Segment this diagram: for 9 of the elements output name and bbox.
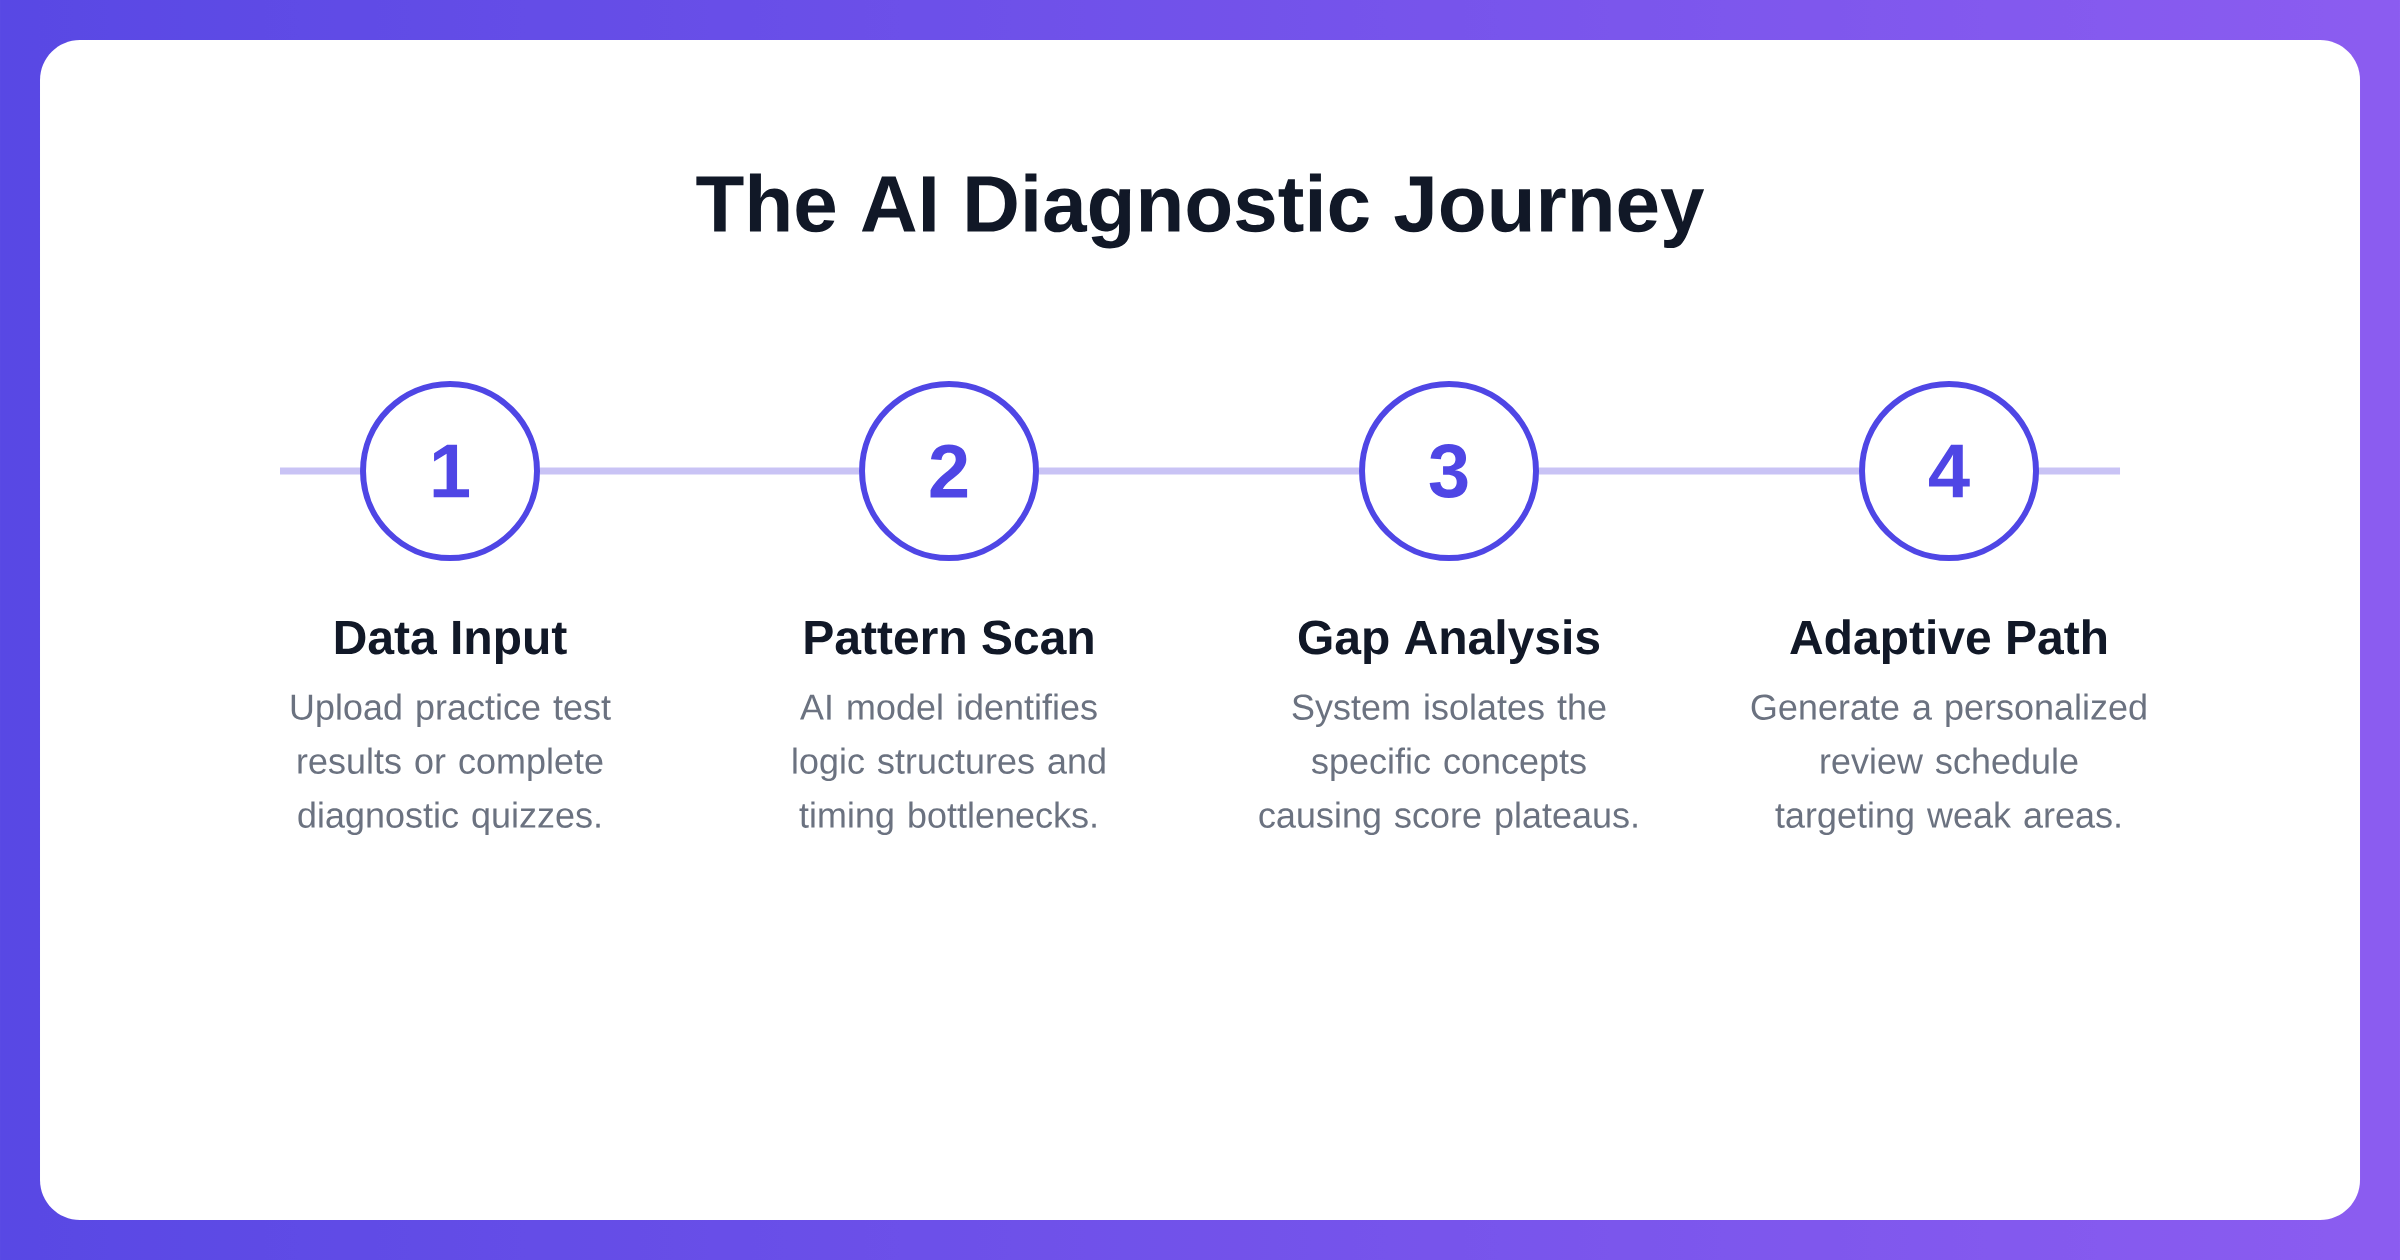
step-description: Upload practice test results or complete diagnostic quizzes. (291, 693, 611, 836)
step-description: AI model identifies logic structures and timing bottlenecks. (793, 693, 1105, 836)
step-heading: Data Input (335, 620, 567, 664)
title: The AI Diagnostic Journey (696, 173, 1705, 249)
step-description: Generate a personalized review schedule targeting weak areas. (1751, 693, 2146, 836)
step-heading: Gap Analysis (1298, 619, 1600, 664)
step-heading: Pattern Scan (805, 620, 1093, 655)
step-description: System isolates the specific concepts causing score plateaus. (1259, 693, 1637, 836)
step-heading: Adaptive Path (1790, 619, 2106, 664)
